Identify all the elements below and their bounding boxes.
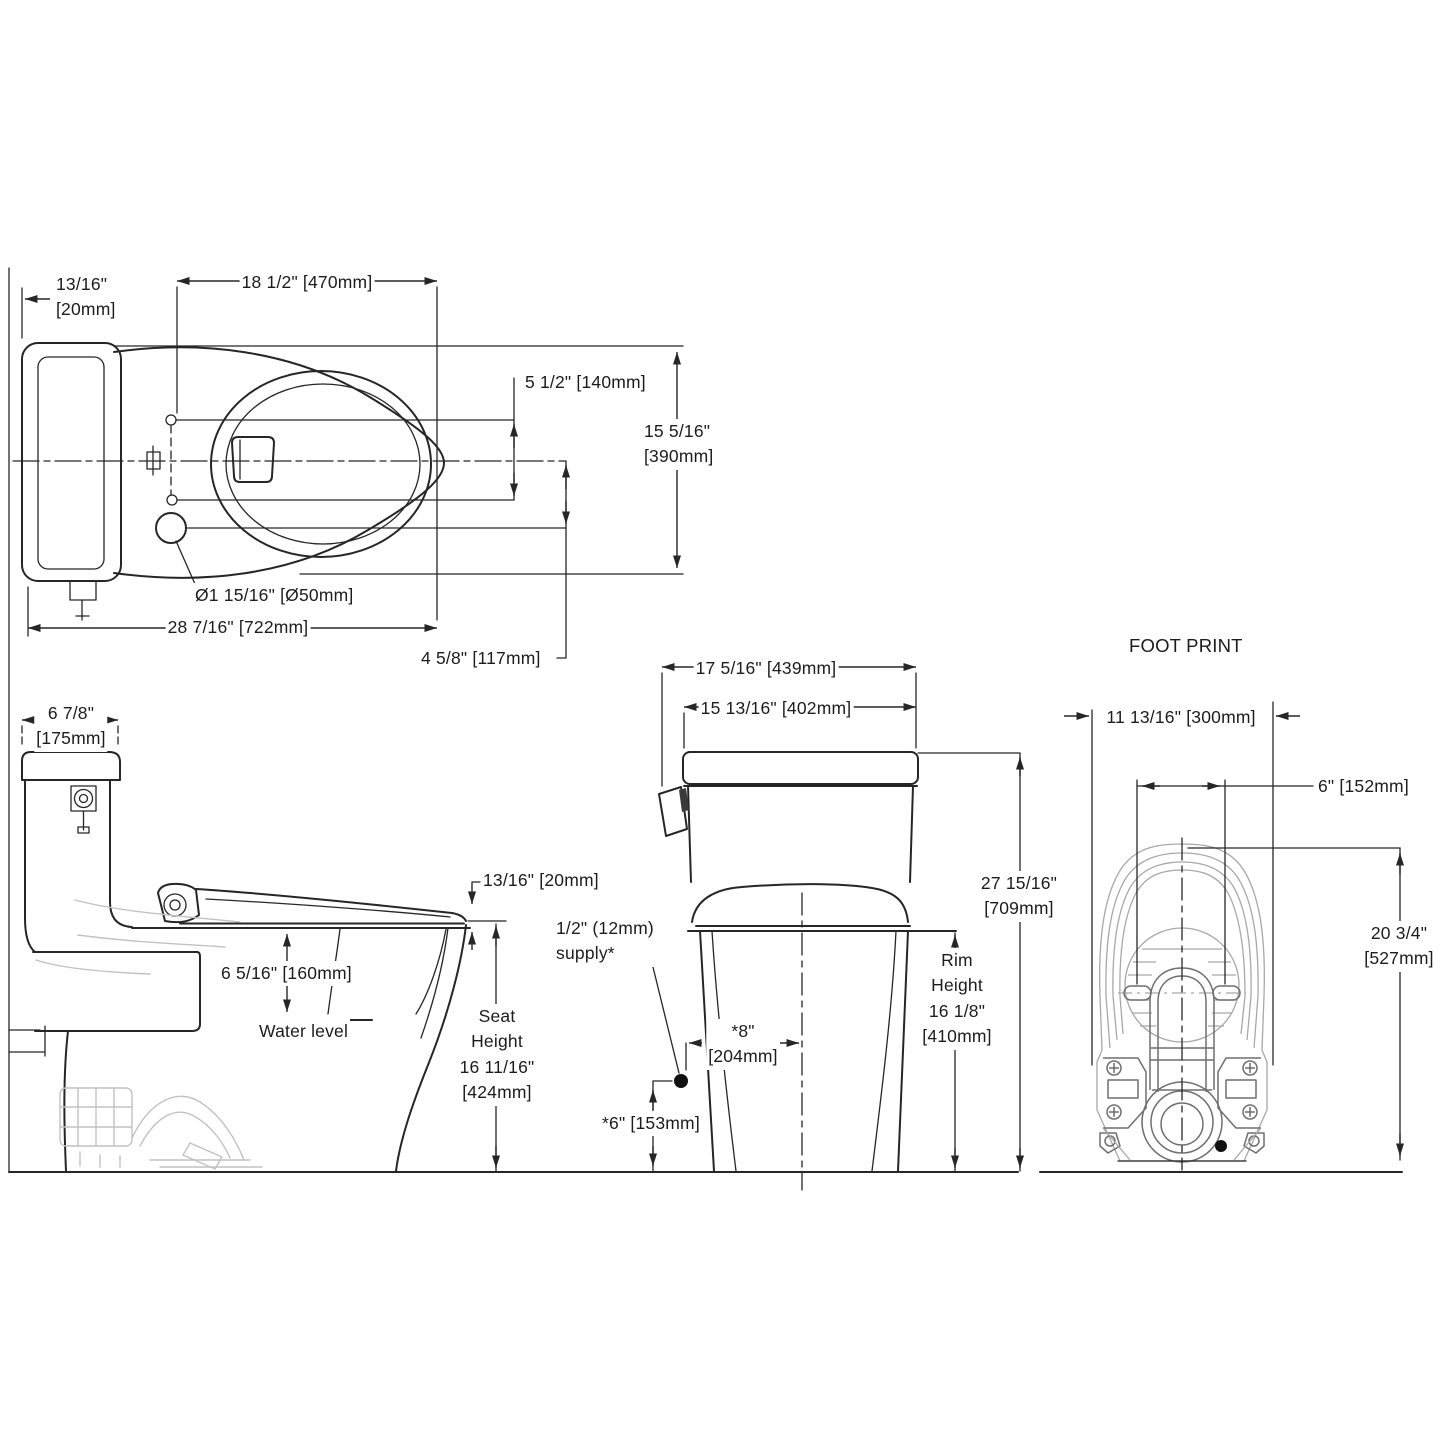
label-front-supply-offset-x: *8" [204mm]	[706, 1019, 780, 1070]
dim-top-offset	[21, 287, 50, 339]
label-top-seat-length: 18 1/2" [470mm]	[239, 270, 375, 296]
front-supply-point	[674, 1074, 688, 1088]
top-flush-valve	[231, 436, 275, 483]
side-seat-top	[195, 888, 453, 914]
dim-front-supply-offset-x	[685, 1039, 799, 1071]
label-top-offset: 13/16" [20mm]	[54, 272, 118, 323]
top-hinge-hole-1	[165, 414, 177, 426]
top-tank-inner	[37, 356, 105, 570]
front-pedestal-right	[897, 930, 909, 1172]
top-tank-outline	[21, 342, 122, 582]
label-top-bowl-width: 15 5/16" [390mm]	[642, 419, 716, 470]
label-footprint-bolt-spacing: 6" [152mm]	[1316, 774, 1411, 800]
footprint-bolt-slot-right	[1212, 985, 1241, 1001]
label-side-tank-depth: 6 7/8" [175mm]	[34, 701, 108, 752]
label-front-lid-width: 15 13/16" [402mm]	[698, 696, 854, 722]
dim-footprint-width	[1064, 701, 1300, 1066]
side-view	[8, 716, 507, 1172]
label-top-hole-dia: Ø1 15/16" [Ø50mm]	[193, 583, 356, 609]
label-front-supply: 1/2" (12mm) supply*	[554, 916, 656, 967]
footprint-bolt-slot-left	[1123, 985, 1152, 1001]
side-ghost-trapway	[35, 899, 263, 1170]
dim-side-seat-overhang	[468, 881, 481, 950]
label-side-seat-height: Seat Height 16 11/16" [424mm]	[457, 1004, 537, 1106]
top-bowl-outline	[113, 346, 445, 579]
dim-footprint-bolt-spacing	[1136, 779, 1314, 985]
top-hinge-hole-2	[166, 494, 178, 506]
label-footprint-depth: 20 3/4" [527mm]	[1362, 921, 1436, 972]
dim-front-tank-width	[661, 663, 917, 787]
label-side-seat-overhang: 13/16" [20mm]	[481, 868, 601, 894]
label-front-supply-offset-y: *6" [153mm]	[600, 1111, 702, 1137]
label-footprint-width: 11 13/16" [300mm]	[1104, 705, 1258, 731]
label-front-total-height: 27 15/16" [709mm]	[978, 871, 1060, 922]
label-top-hole-offset: 4 5/8" [117mm]	[419, 646, 543, 672]
side-bowl-front	[395, 924, 467, 1172]
label-front-rim-height: Rim Height 16 1/8" [410mm]	[920, 948, 994, 1050]
front-tank-body	[687, 785, 914, 883]
dim-top-seat-length	[176, 277, 438, 621]
leader-front-supply	[556, 962, 680, 1074]
footprint-wing-right	[1217, 1057, 1265, 1161]
side-lower-housing	[34, 951, 201, 1032]
side-flush-button	[70, 785, 97, 834]
front-seat-lid	[691, 883, 909, 923]
footprint-supply-dot	[1215, 1140, 1227, 1152]
label-front-tank-width: 17 5/16" [439mm]	[693, 656, 839, 682]
top-view	[12, 277, 684, 659]
dim-top-hole-offset	[556, 460, 570, 659]
side-tank-lid	[21, 751, 121, 781]
label-side-water-level: Water level	[257, 1019, 351, 1045]
label-top-total-length: 28 7/16" [722mm]	[165, 615, 311, 641]
dim-footprint-depth	[1117, 847, 1404, 1162]
top-supply-hole	[155, 512, 187, 544]
front-flush-handle	[658, 786, 688, 837]
dim-front-total-height	[917, 752, 1024, 1172]
side-tank-back	[24, 779, 36, 953]
label-footprint-title: FOOT PRINT	[1127, 633, 1245, 660]
side-hinge-cap	[157, 882, 200, 924]
label-side-water-depth: 6 5/16" [160mm]	[219, 961, 354, 987]
footprint-wing-left	[1099, 1057, 1147, 1161]
dim-front-supply-offset-y	[649, 1080, 673, 1172]
top-seat-ring	[210, 370, 432, 558]
leader-top-hole-dia	[175, 540, 196, 585]
footprint-view	[1064, 701, 1404, 1171]
label-top-hole-spacing: 5 1/2" [140mm]	[523, 370, 648, 396]
front-tank-lid	[682, 751, 919, 785]
side-tank-front	[109, 779, 133, 928]
